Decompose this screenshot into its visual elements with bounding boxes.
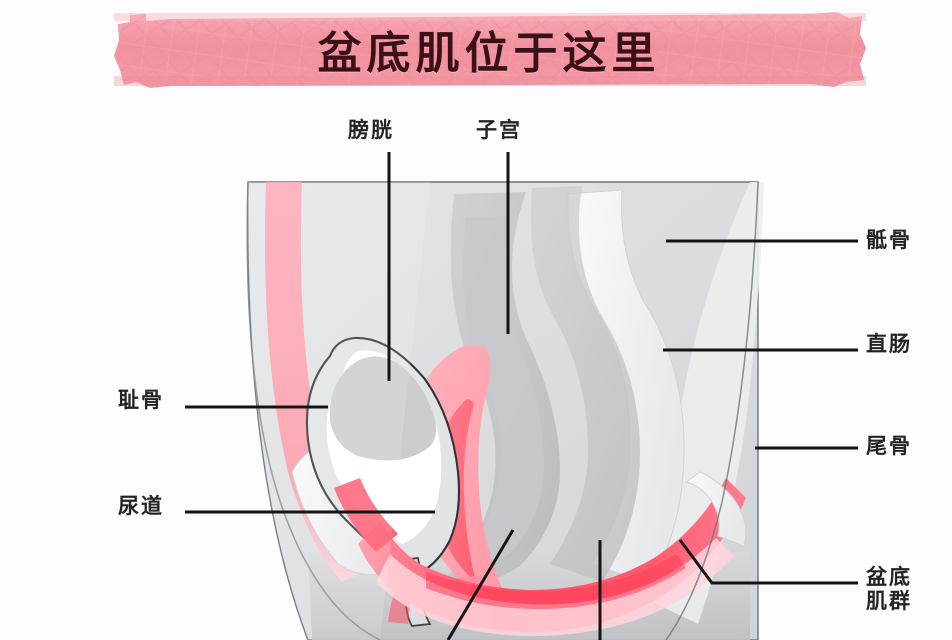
- label-pelvic-floor-muscle: 盆底 肌群: [866, 565, 912, 613]
- label-uterus: 子宫: [476, 118, 522, 142]
- right-body-contour: [665, 181, 759, 640]
- label-coccyx: 尾骨: [866, 434, 912, 458]
- left-body-contour: [246, 181, 381, 640]
- banner-tape-shape: [114, 12, 866, 88]
- bladder-upper-shadow: [329, 356, 436, 461]
- lumbar-spine-shadow: [530, 186, 640, 582]
- page-title: 盆底肌位于这里: [317, 28, 661, 79]
- pelvic-floor-left-limb: [334, 478, 398, 552]
- label-urethra: 尿道: [118, 494, 164, 518]
- pelvic-anatomy-illustration: [230, 172, 790, 640]
- rectum-inner-shade: [460, 216, 544, 569]
- label-sacrum: 骶骨: [866, 228, 912, 252]
- sheen-overlay: [247, 182, 430, 640]
- label-bladder: 膀胱: [348, 118, 394, 142]
- label-pelvic-floor-muscle-line1: 盆底: [866, 565, 912, 589]
- abdominal-wall-band: [264, 182, 380, 582]
- label-pelvic-floor-muscle-line2: 肌群: [866, 588, 912, 613]
- anatomy-svg: [246, 181, 764, 640]
- title-banner: 盆底肌位于这里: [110, 8, 868, 90]
- label-pubis: 耻骨: [118, 388, 164, 412]
- label-rectum: 直肠: [866, 332, 912, 356]
- coccyx: [684, 471, 747, 547]
